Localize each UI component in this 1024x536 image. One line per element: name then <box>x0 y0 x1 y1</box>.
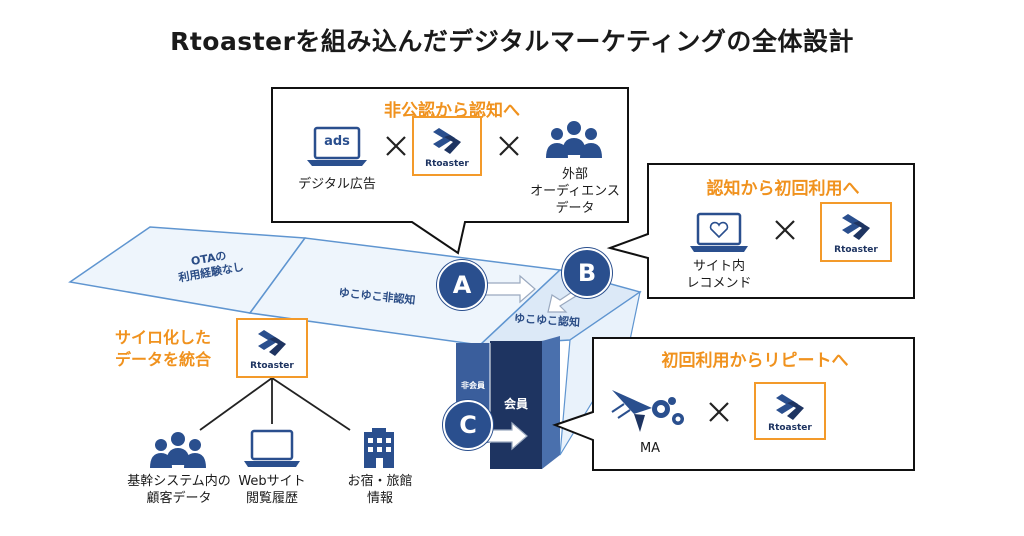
audience-label: 外部オーディエンスデータ <box>530 167 620 216</box>
arrow-a <box>482 274 536 304</box>
arrow-c <box>487 421 528 451</box>
rtoaster-logo-c: Rtoaster <box>754 382 826 440</box>
ads-laptop-icon <box>307 126 367 166</box>
source-core-system: 基幹システム内の顧客データ <box>127 474 231 506</box>
bar-member-side <box>542 336 560 469</box>
arrow-b <box>547 291 577 313</box>
marker-b: B <box>562 248 612 298</box>
bar-member <box>490 341 542 469</box>
core-system-people-icon <box>150 432 206 468</box>
rtoaster-logo-b: Rtoaster <box>820 202 892 262</box>
rtoaster-logo-a: Rtoaster <box>412 116 482 176</box>
rtoaster-logo-text: Rtoaster <box>425 159 469 169</box>
cross-icons <box>386 136 795 422</box>
source-hotel-info: お宿・旅館情報 <box>347 474 413 506</box>
rtoaster-logo-silo: Rtoaster <box>236 318 308 378</box>
source-web-history: Webサイト閲覧履歴 <box>238 474 306 506</box>
callout-c-heading: 初回利用からリピートへ <box>661 351 849 371</box>
callout-b-box <box>606 163 915 299</box>
marker-a: A <box>437 260 487 310</box>
ma-label: MA <box>639 441 661 456</box>
heart-laptop-icon <box>690 212 748 252</box>
ads-text: ads <box>324 134 350 149</box>
page-title: Rtoasterを組み込んだデジタルマーケティングの全体設計 <box>170 27 854 56</box>
web-history-laptop-icon <box>244 429 300 467</box>
tree-lines <box>199 377 351 431</box>
silo-heading: サイロ化したデータを統合 <box>114 328 211 369</box>
bar-member-label: 会員 <box>503 397 528 411</box>
bar-non-member-label: 非会員 <box>461 381 485 390</box>
callout-b-heading: 認知から初回利用へ <box>706 179 860 199</box>
hotel-building-icon <box>364 428 394 468</box>
marker-c: C <box>443 400 493 450</box>
rtoaster-logo-icon <box>433 128 461 154</box>
ads-label: デジタル広告 <box>298 177 376 192</box>
ma-automation-icon <box>611 390 684 432</box>
audience-people-icon <box>546 121 602 158</box>
recommend-label: サイト内レコメンド <box>686 259 752 291</box>
